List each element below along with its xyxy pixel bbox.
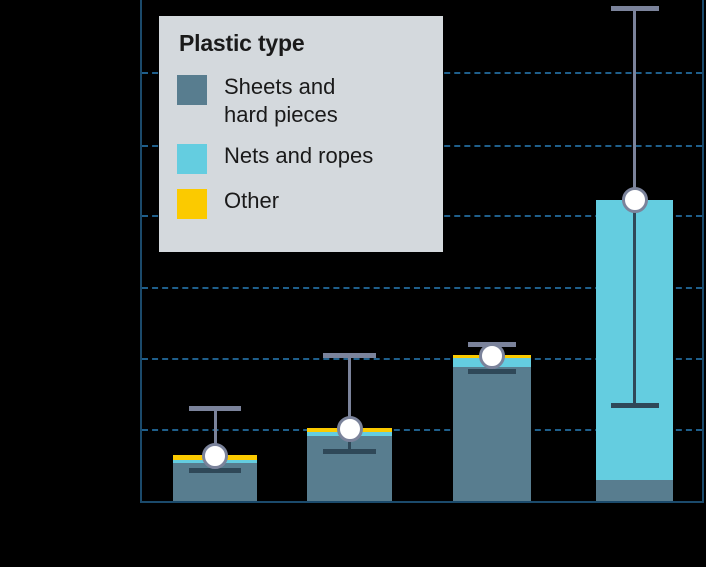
bar-segment[interactable] [596, 480, 673, 502]
legend-item-label: Other [224, 188, 280, 214]
errorbar [173, 0, 257, 502]
errorbar-upper-cap [610, 6, 659, 11]
bar-segment[interactable] [453, 367, 531, 502]
errorbar [596, 0, 673, 502]
plot-frame [140, 0, 704, 503]
errorbar-upper-cap [323, 353, 376, 358]
errorbar-upper-cap [189, 406, 241, 411]
errorbar-lower-cap [189, 468, 241, 473]
errorbar-lower-cap [323, 449, 376, 454]
legend-item-nets-and-ropes[interactable]: Nets and ropes [177, 142, 425, 175]
errorbar-lower-line [633, 200, 636, 403]
legend-swatch-icon-sheets-and-hard-pieces [177, 75, 207, 105]
gridline-3 [142, 287, 702, 289]
data-point-marker[interactable] [479, 343, 505, 369]
legend-swatch-icon-nets-and-ropes [177, 144, 207, 175]
legend-item-label: Nets and ropes [224, 143, 374, 169]
legend-swatch-icon-other [177, 189, 207, 220]
errorbar-lower-cap [468, 369, 516, 374]
data-point-marker[interactable] [621, 187, 648, 213]
errorbar-upper-line [633, 6, 636, 200]
errorbar [453, 0, 531, 502]
legend-item-sheets-and-hard-pieces[interactable]: Sheets and hard pieces [177, 73, 425, 129]
legend-title: Plastic type [179, 30, 305, 56]
legend-item-label: Sheets and hard pieces [224, 74, 338, 128]
errorbar-upper-line [348, 353, 351, 429]
plot-area [142, 0, 702, 502]
gridline-5 [142, 429, 702, 431]
errorbar [307, 0, 392, 502]
data-point-marker[interactable] [202, 443, 228, 469]
errorbar-lower-cap [610, 403, 659, 408]
errorbar-upper-line [213, 406, 217, 456]
legend-item-other[interactable]: Other [177, 187, 425, 220]
data-point-marker[interactable] [336, 416, 363, 442]
gridline-4 [142, 358, 702, 360]
